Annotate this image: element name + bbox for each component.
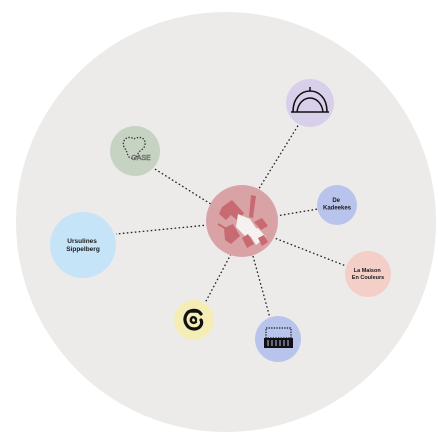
kadeekes-node[interactable]: De Kadeekes [317,185,357,225]
ursulines-label: Ursulines Sippelberg [66,238,100,253]
dome-canopy-icon [291,87,329,113]
kadeekes-label-line2: Kadeekes [323,206,352,212]
connectors [115,123,347,319]
maison-node-circle [345,251,391,297]
oase-logo-icon: OASE [122,136,151,162]
bottom-yellow-node[interactable] [174,300,214,340]
ursulines-label-line1: Ursulines [67,238,97,245]
ursulines-node[interactable]: Ursulines Sippelberg [50,212,116,278]
connector-bottom-yellow [204,253,232,304]
hub-node[interactable] [206,185,278,257]
bottom-blue-node[interactable] [255,316,301,362]
kadeekes-node-circle [317,185,357,225]
connector-bottom-blue [252,255,271,319]
maison-node[interactable]: La Maison En Couleurs [345,251,391,297]
connector-kadeekes [275,208,319,217]
top-node-circle [286,79,334,127]
swirl-logo-icon [183,308,204,331]
maison-label-line1: La Maison [354,268,382,274]
ursulines-label-line2: Sippelberg [66,246,100,253]
top-node[interactable] [286,79,334,127]
site-plan-icon [217,195,268,248]
building-facade-icon [264,327,293,348]
connector-oase [149,165,215,207]
maison-label: La Maison En Couleurs [352,268,384,281]
oase-node[interactable]: OASE [110,126,160,176]
kadeekes-label-line1: De [332,198,340,204]
bottom-yellow-node-circle [174,300,214,340]
oase-logo-text: OASE [131,155,151,162]
ursulines-node-circle [50,212,116,278]
connector-maison [271,236,347,267]
kadeekes-label: De Kadeekes [323,198,352,212]
connector-ursulines [115,224,209,235]
oase-node-circle [110,126,160,176]
maison-label-line2: En Couleurs [352,275,384,281]
